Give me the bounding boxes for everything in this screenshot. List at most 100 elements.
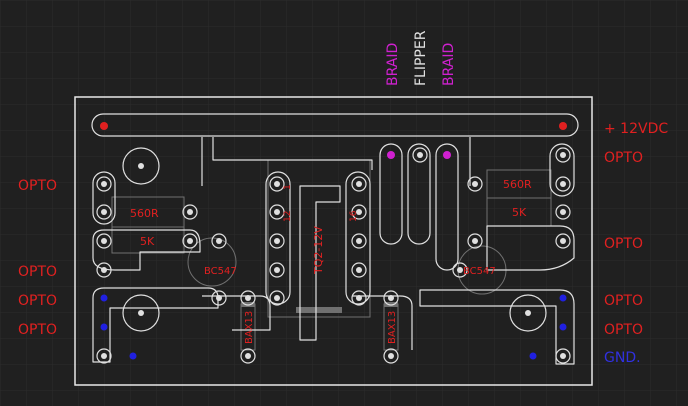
pad-ring <box>351 176 367 192</box>
ic-pin-16-label: 16 <box>349 210 359 222</box>
pad-braid-right <box>443 151 451 159</box>
mounting-hole-bottom-left <box>122 294 160 332</box>
white-pads <box>96 147 571 364</box>
opto-label: OPTO <box>18 264 57 280</box>
trace-ic-left-pins <box>265 171 291 305</box>
pad-hole <box>101 267 107 273</box>
diode-left-label: BAX13 <box>244 311 255 344</box>
pad-hole <box>274 209 280 215</box>
pad-hole <box>274 295 280 301</box>
braid-right-label: BRAID <box>441 43 457 86</box>
pad-ring <box>555 204 571 220</box>
trace-ic-right-pins <box>345 171 371 305</box>
pad-hole <box>560 238 566 244</box>
pad-ring <box>269 204 285 220</box>
pad-hole <box>472 181 478 187</box>
pad-ring <box>96 233 112 249</box>
plus-12vdc-label: + 12VDC <box>604 121 668 137</box>
opto-label: OPTO <box>604 236 643 252</box>
pad-gnd <box>100 323 108 331</box>
trace-right-lower <box>419 289 575 365</box>
pad-ring <box>211 290 227 306</box>
pad-ring <box>182 204 198 220</box>
trace-power-rail <box>91 113 579 137</box>
pad-gnd <box>529 352 537 360</box>
pad-hole <box>560 209 566 215</box>
ic-pin-12-label: 12 <box>283 211 293 222</box>
resistor-left-5k-outline <box>111 226 185 254</box>
pad-hole <box>560 181 566 187</box>
trace-left-network <box>92 229 201 271</box>
diode-right-label: BAX13 <box>387 311 398 344</box>
pad-hole <box>356 209 362 215</box>
pad-ring <box>383 348 399 364</box>
gnd-label: GND. <box>604 350 641 366</box>
pad-ring <box>351 262 367 278</box>
pad-ring <box>452 262 468 278</box>
pad-gnd <box>559 294 567 302</box>
pad-ring <box>96 262 112 278</box>
transistor-left-label: BC547 <box>204 266 237 277</box>
pad-gnd <box>559 323 567 331</box>
pad-hole <box>560 152 566 158</box>
pad-hole <box>101 353 107 359</box>
pad-gnd <box>129 352 137 360</box>
pad-braid-left <box>387 151 395 159</box>
pad-hole <box>457 267 463 273</box>
pad-hole <box>356 238 362 244</box>
pad-hole <box>274 238 280 244</box>
pad-hole <box>101 238 107 244</box>
pad-hole <box>274 181 280 187</box>
pad-ring <box>269 262 285 278</box>
opto-label: OPTO <box>604 322 643 338</box>
pad-ring <box>555 233 571 249</box>
resistor-right-5k-label: 5K <box>512 206 527 219</box>
pad-ring <box>211 233 227 249</box>
pad-ring <box>351 290 367 306</box>
pad-ring <box>351 233 367 249</box>
pad-ring <box>96 204 112 220</box>
braid-left-label: BRAID <box>385 43 401 86</box>
pad-ring <box>467 233 483 249</box>
pad-ring <box>412 147 428 163</box>
trace-right-opto-pad <box>549 143 575 197</box>
trace-top-bus <box>201 137 471 186</box>
ic-notch <box>296 307 342 313</box>
flipper-label: FLIPPER <box>413 30 429 86</box>
pad-hole <box>472 238 478 244</box>
pad-hole <box>216 295 222 301</box>
opto-label: OPTO <box>18 322 57 338</box>
gnd-pads <box>100 294 567 360</box>
pad-hole <box>356 295 362 301</box>
board-outline <box>74 96 593 386</box>
resistor-right-560-label: 560R <box>503 178 532 191</box>
pad-ring <box>555 176 571 192</box>
mounting-hole-bottom-right <box>509 294 547 332</box>
opto-label: OPTO <box>604 150 643 166</box>
pad-hole <box>417 152 423 158</box>
traces <box>91 113 579 365</box>
pad-ring <box>96 348 112 364</box>
pad-ring <box>269 233 285 249</box>
opto-label: OPTO <box>18 178 57 194</box>
pad-ring <box>555 147 571 163</box>
trace-flipper <box>407 143 431 245</box>
pad-ring <box>383 290 399 306</box>
pad-hole <box>187 238 193 244</box>
pad-plus-right <box>559 122 567 130</box>
trace-ic-center <box>299 185 341 341</box>
pad-hole <box>101 209 107 215</box>
pad-hole <box>388 295 394 301</box>
pad-gnd <box>100 294 108 302</box>
trace-bottom-left <box>202 295 271 331</box>
pad-hole <box>356 267 362 273</box>
pad-hole <box>388 353 394 359</box>
pad-ring <box>555 348 571 364</box>
mounting-hole-center <box>138 310 144 316</box>
pad-hole <box>216 238 222 244</box>
pad-ring <box>240 290 256 306</box>
resistor-left-560-label: 560R <box>130 207 159 220</box>
pad-hole <box>245 353 251 359</box>
